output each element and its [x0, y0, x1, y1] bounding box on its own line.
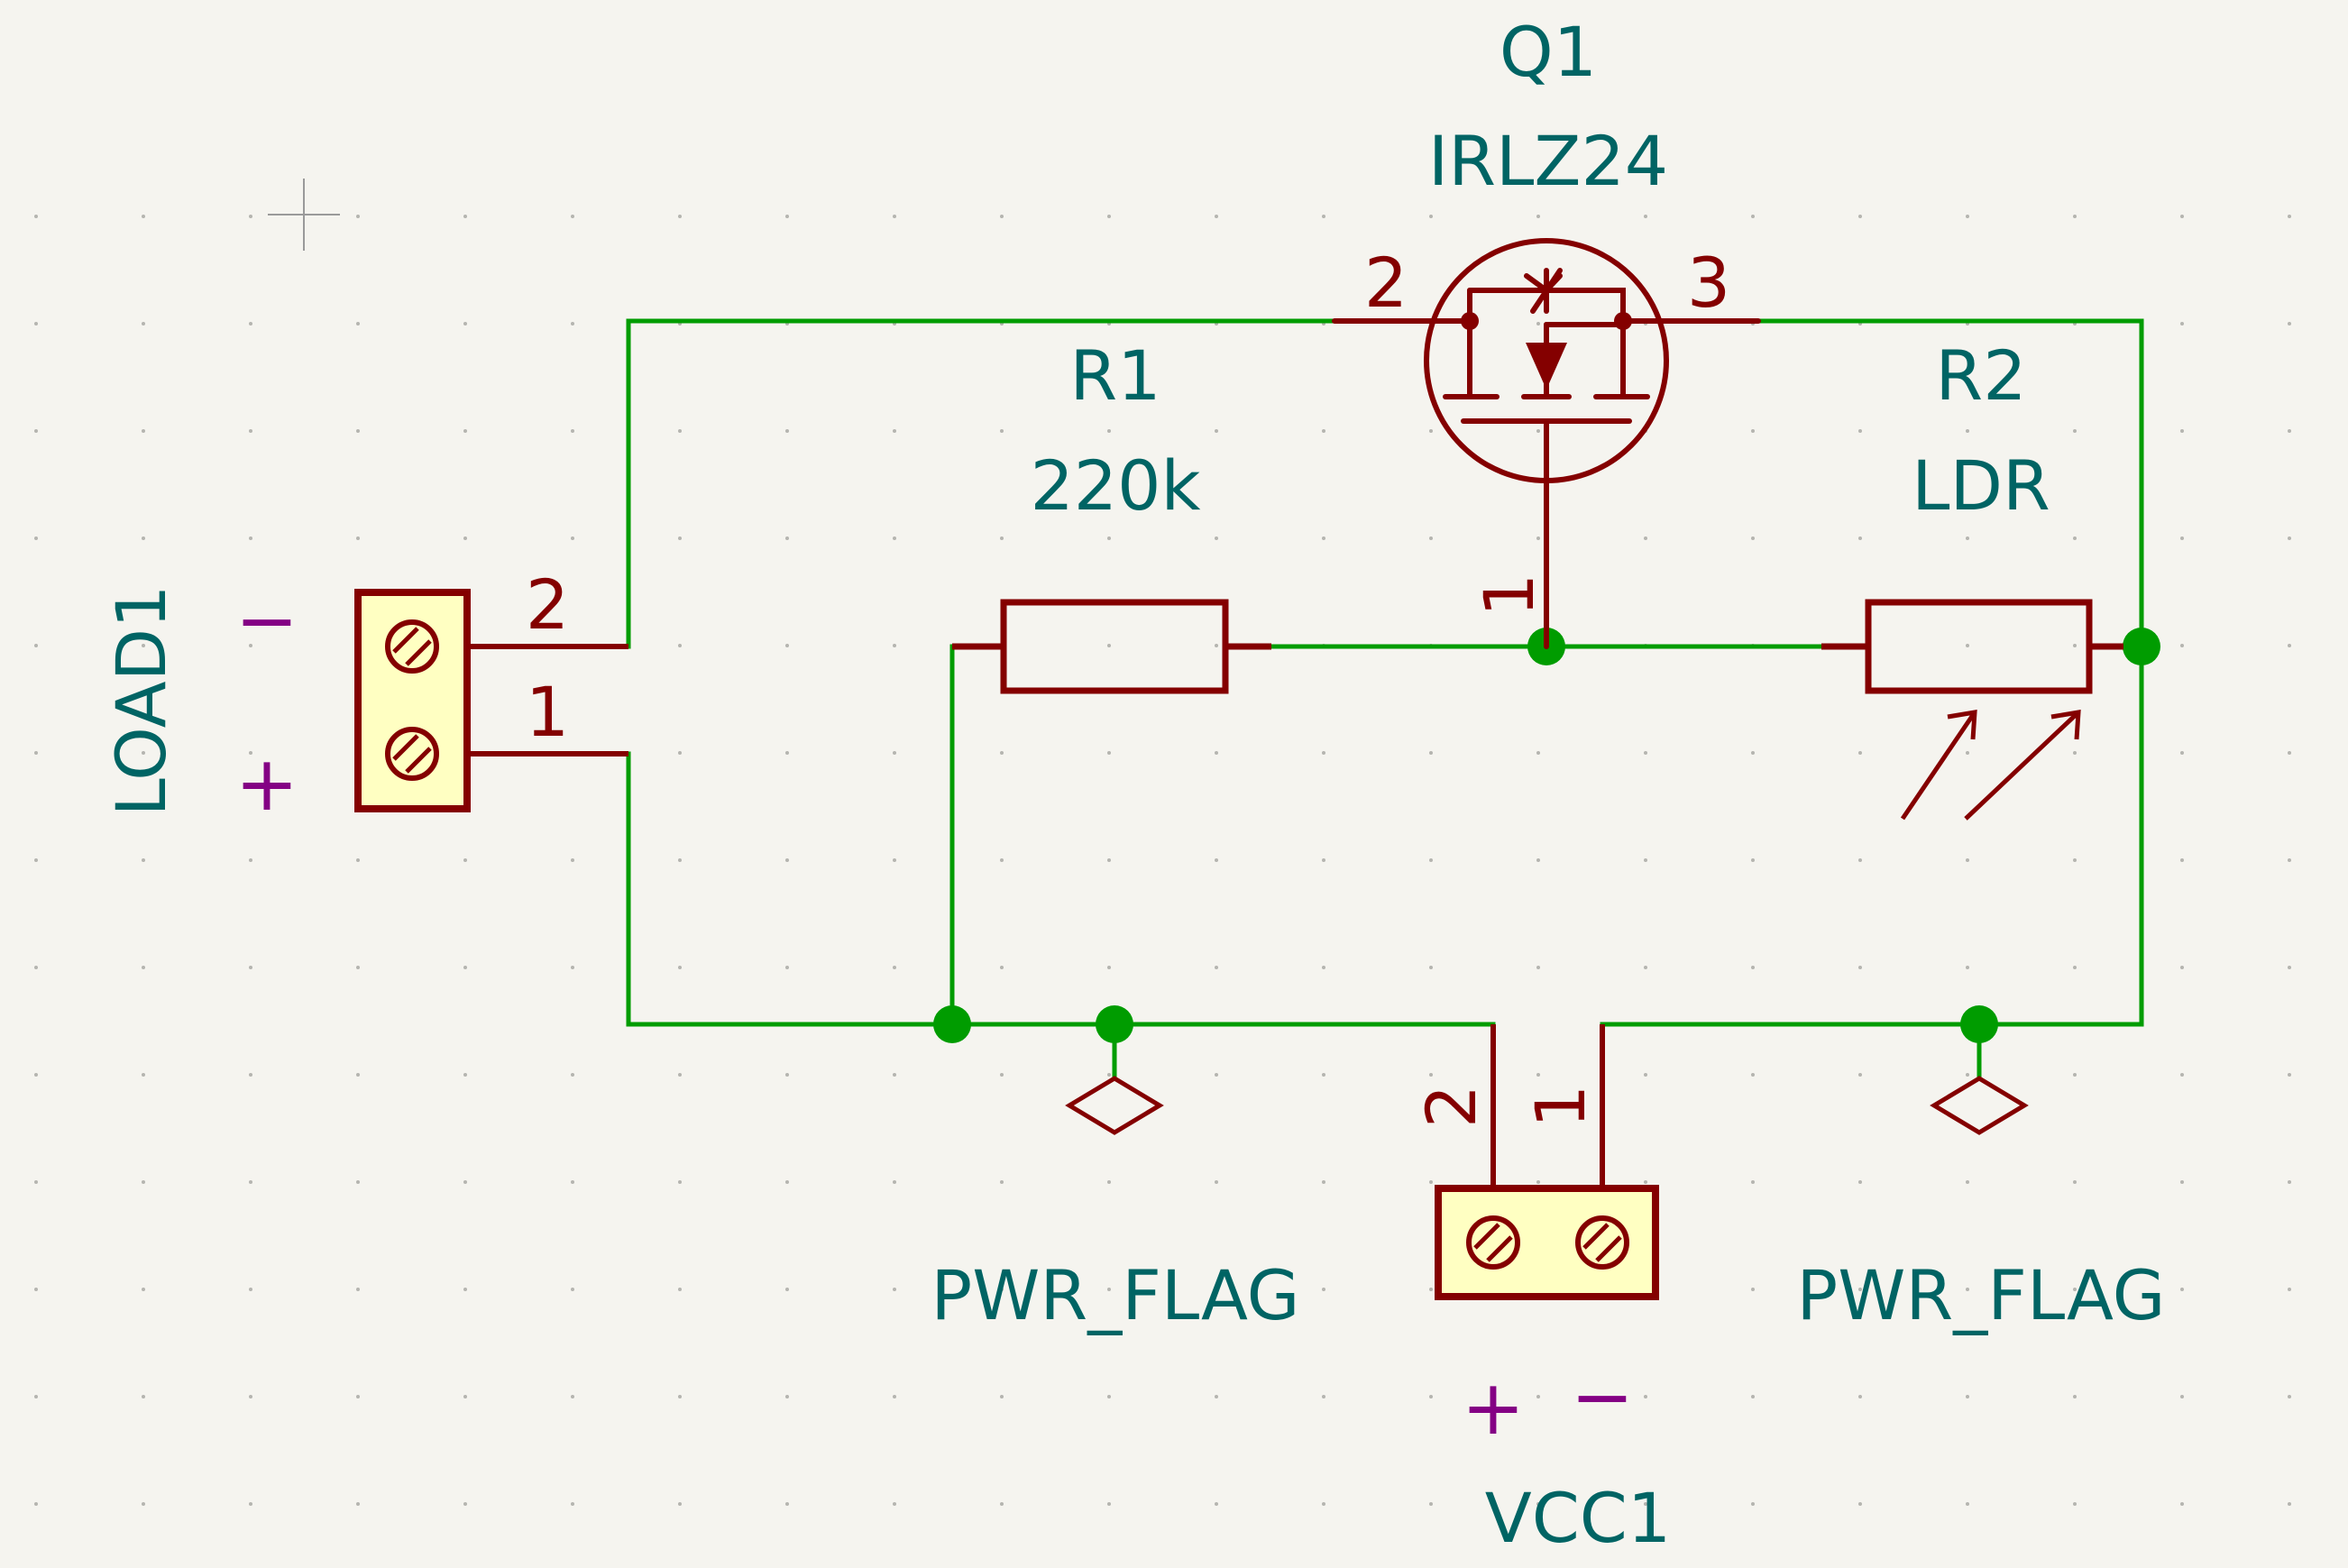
- load1-pin-bottom-number: 1: [526, 672, 569, 752]
- light-arrows-icon: [1900, 710, 2081, 821]
- wire-load-pin1-to-bottom-rail: [626, 751, 1496, 1027]
- q1-pin-gate-number: 1: [1469, 573, 1549, 617]
- connector-vcc1[interactable]: 2 1 + − VCC1: [1411, 1024, 1671, 1558]
- vcc1-polarity-left: +: [1462, 1363, 1525, 1452]
- vcc1-pin-left-number: 2: [1411, 1085, 1491, 1128]
- junction-dot: [1096, 1005, 1133, 1043]
- junctions: [933, 628, 2160, 1043]
- grid-dots: [0, 215, 2348, 1567]
- mosfet-q1[interactable]: Q1 IRLZ24 2 3 1: [1332, 12, 1761, 649]
- pin-dot: [1614, 312, 1632, 330]
- ldr-symbol-icon: [1821, 599, 2123, 694]
- r2-reference: R2: [1935, 335, 2026, 416]
- power-flag-right[interactable]: PWR_FLAG: [1796, 1076, 2166, 1335]
- q1-pin-source-number: 3: [1687, 243, 1730, 323]
- connector-load1[interactable]: 2 1 − + LOAD1: [101, 564, 628, 828]
- ldr-r2[interactable]: R2 LDR: [1821, 335, 2123, 821]
- screw-terminal-icon: [354, 589, 628, 812]
- r1-reference: R1: [1069, 335, 1160, 416]
- cursor-crosshair-icon: [268, 179, 340, 251]
- q1-reference: Q1: [1500, 12, 1597, 92]
- q1-pin-drain-number: 2: [1364, 243, 1408, 323]
- power-flag-icon: [1930, 1076, 2029, 1135]
- power-flag-icon: [1065, 1076, 1164, 1135]
- screw-terminal-icon: [1435, 1024, 1659, 1300]
- wire-q1-source-to-right-rail: [1756, 318, 2144, 1027]
- load1-reference: LOAD1: [101, 585, 181, 817]
- vcc1-pin-right-number: 1: [1520, 1085, 1600, 1128]
- vcc1-polarity-right: −: [1571, 1353, 1634, 1441]
- junction-dot: [2123, 628, 2160, 665]
- wire-load-pin2-to-q1-drain: [626, 318, 1337, 649]
- pin-dot: [1461, 312, 1479, 330]
- pwr-flag-left-label: PWR_FLAG: [931, 1255, 1299, 1335]
- power-flag-left[interactable]: PWR_FLAG: [931, 1076, 1300, 1335]
- load1-polarity-top: −: [235, 576, 298, 665]
- diode-arrow: [1526, 343, 1567, 390]
- resistor-r1[interactable]: R1 220k: [952, 335, 1271, 694]
- load1-polarity-bottom: +: [235, 739, 298, 828]
- r2-value: LDR: [1912, 445, 2050, 526]
- q1-value: IRLZ24: [1428, 121, 1668, 201]
- junction-dot: [933, 1005, 971, 1043]
- pwr-flag-right-label: PWR_FLAG: [1796, 1255, 2165, 1335]
- load1-pin-top-number: 2: [526, 564, 569, 645]
- resistor-symbol-icon: [952, 599, 1271, 694]
- vcc1-reference: VCC1: [1485, 1478, 1671, 1558]
- r1-value: 220k: [1030, 445, 1200, 526]
- junction-dot: [1960, 1005, 1998, 1043]
